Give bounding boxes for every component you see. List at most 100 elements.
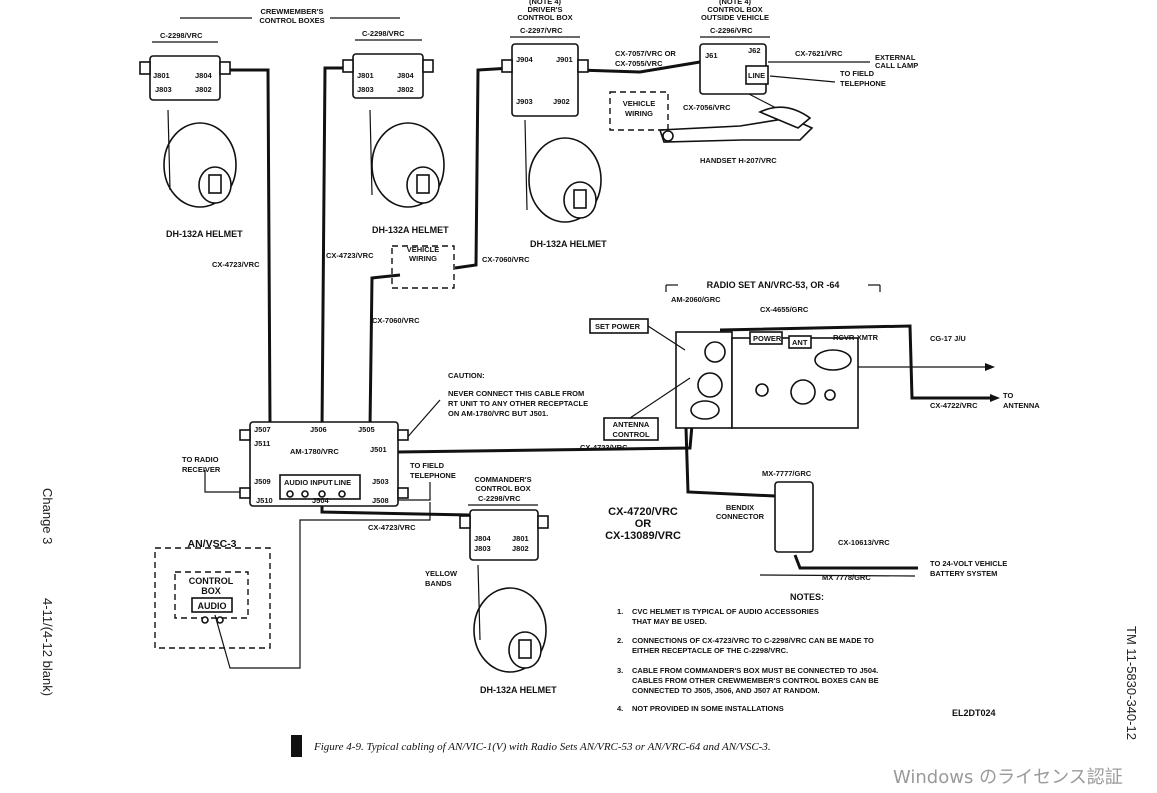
cx10613-label: CX-10613/VRC bbox=[838, 538, 890, 547]
note-2-num: 2. bbox=[617, 636, 623, 645]
mx7778-label: MX 7778/GRC bbox=[822, 573, 871, 582]
radio-set: RADIO SET AN/VRC-53, OR -64 AM-2060/GRC … bbox=[589, 280, 881, 441]
crew2-j801: J801 bbox=[357, 71, 374, 80]
cmdr-j801: J801 bbox=[512, 534, 529, 543]
caution-line-3: ON AM-1780/VRC BUT J501. bbox=[448, 409, 548, 418]
crew-boxes-title-2: CONTROL BOXES bbox=[259, 16, 324, 25]
call-lamp-1: EXTERNAL bbox=[875, 53, 916, 62]
vehicle-wiring-top-1: VEHICLE bbox=[623, 99, 656, 108]
crew-box-2-model: C-2298/VRC bbox=[362, 29, 405, 38]
amp-j506: J506 bbox=[310, 425, 327, 434]
yellow-bands-1: YELLOW bbox=[425, 569, 458, 578]
to-battery-1: TO 24-VOLT VEHICLE bbox=[930, 559, 1007, 568]
crew-title-group: CREWMEMBER'S CONTROL BOXES bbox=[180, 7, 400, 25]
caution-title: CAUTION: bbox=[448, 371, 485, 380]
cx4655-label: CX-4655/GRC bbox=[760, 305, 809, 314]
amp-j510: J510 bbox=[256, 496, 273, 505]
cmdr-j804: J804 bbox=[474, 534, 492, 543]
driver-j904: J904 bbox=[516, 55, 534, 64]
side-label-page: 4-11/(4-12 blank) bbox=[40, 598, 55, 697]
mx7777: MX-7777/GRC BENDIX CONNECTOR bbox=[716, 469, 814, 553]
vehicle-wiring-top bbox=[609, 91, 669, 131]
cmdr-j803: J803 bbox=[474, 544, 491, 553]
commander-box: COMMANDER'S CONTROL BOX C-2298/VRC J804 … bbox=[459, 475, 549, 561]
antenna-control-1: ANTENNA bbox=[613, 420, 650, 429]
cx4723-mid-label: CX-4723/VRC bbox=[326, 251, 374, 260]
crew1-j803: J803 bbox=[155, 85, 172, 94]
caption-marker bbox=[291, 735, 302, 757]
driver-title-2: DRIVER'S bbox=[527, 5, 562, 14]
driver-box: (NOTE 4) DRIVER'S CONTROL BOX C-2297/VRC… bbox=[501, 0, 589, 117]
notes-title: NOTES: bbox=[790, 592, 824, 602]
amp-j511: J511 bbox=[254, 439, 270, 448]
amp-j509: J509 bbox=[254, 477, 271, 486]
notes: NOTES: 1. CVC HELMET IS TYPICAL OF AUDIO… bbox=[617, 592, 879, 713]
bendix-2: CONNECTOR bbox=[716, 512, 765, 521]
am2060-label: AM-2060/GRC bbox=[671, 295, 721, 304]
amp-j507: J507 bbox=[254, 425, 271, 434]
cg17-label: CG-17 J/U bbox=[930, 334, 966, 343]
crew-box-1: C-2298/VRC J801 J803 J804 J802 bbox=[139, 31, 231, 101]
to-field-tel-top-2: TELEPHONE bbox=[840, 79, 886, 88]
note-3-line-2: CABLES FROM OTHER CREWMEMBER'S CONTROL B… bbox=[632, 676, 879, 685]
handset-label: HANDSET H-207/VRC bbox=[700, 156, 777, 165]
outside-title-2: CONTROL BOX bbox=[707, 5, 762, 14]
note-4-num: 4. bbox=[617, 704, 623, 713]
amp-j501: J501 bbox=[370, 445, 387, 454]
vsc3-audio: AUDIO bbox=[198, 601, 227, 611]
vsc3-title: AN/VSC-3 bbox=[187, 538, 236, 550]
helmet-3-label: DH-132A HELMET bbox=[530, 239, 607, 249]
cmdr-title-2: CONTROL BOX bbox=[475, 484, 530, 493]
vehicle-wiring-mid-2: WIRING bbox=[409, 254, 437, 263]
amp-audio-input: AUDIO INPUT bbox=[284, 478, 333, 487]
drawing-id: EL2DT024 bbox=[952, 708, 996, 718]
ant-label: ANT bbox=[792, 338, 808, 347]
amp-j503: J503 bbox=[372, 477, 389, 486]
cable-radio-mx7777 bbox=[684, 427, 776, 498]
outside-title-3: OUTSIDE VEHICLE bbox=[701, 13, 769, 22]
vsc3-control-box-1: CONTROL bbox=[189, 576, 234, 586]
helmet-1-label: DH-132A HELMET bbox=[166, 229, 243, 239]
amp-j505: J505 bbox=[358, 425, 375, 434]
cx4722-label: CX-4722/VRC bbox=[930, 401, 978, 410]
thin-wires bbox=[204, 61, 1000, 669]
to-radio-receiver-1: TO RADIO bbox=[182, 455, 219, 464]
outside-box-model: C-2296/VRC bbox=[710, 26, 753, 35]
note-3-num: 3. bbox=[617, 666, 623, 675]
cx7621-label: CX-7621/VRC bbox=[795, 49, 843, 58]
wire-caution-pointer bbox=[404, 399, 441, 441]
cmdr-title-1: COMMANDER'S bbox=[474, 475, 531, 484]
cx4723-left-label: CX-4723/VRC bbox=[212, 260, 260, 269]
vehicle-wiring-mid bbox=[391, 245, 455, 289]
side-label-tm: TM 11-5830-340-12 bbox=[1124, 626, 1139, 740]
to-antenna-1: TO bbox=[1003, 391, 1013, 400]
antenna-control-2: CONTROL bbox=[612, 430, 649, 439]
driver-box-model: C-2297/VRC bbox=[520, 26, 563, 35]
driver-title-3: CONTROL BOX bbox=[517, 13, 572, 22]
driver-j901: J901 bbox=[556, 55, 573, 64]
note-2-line-2: EITHER RECEPTACLE OF THE C-2298/VRC. bbox=[632, 646, 788, 655]
helmet-4 bbox=[473, 564, 547, 673]
cx7060-upper-label: CX-7060/VRC bbox=[482, 255, 530, 264]
cable-crew1-j507 bbox=[210, 68, 272, 426]
crew-boxes-title-1: CREWMEMBER'S bbox=[260, 7, 323, 16]
note-1-line-2: THAT MAY BE USED. bbox=[632, 617, 707, 626]
rcvr-xmtr-label: RCVR-XMTR bbox=[833, 333, 879, 342]
to-radio-receiver-2: RECEIVER bbox=[182, 465, 221, 474]
cx7056-label: CX-7056/VRC bbox=[683, 103, 731, 112]
cable-battery bbox=[793, 554, 918, 570]
crew2-j802: J802 bbox=[397, 85, 414, 94]
crew-box-1-model: C-2298/VRC bbox=[160, 31, 203, 40]
bendix-1: BENDIX bbox=[726, 503, 754, 512]
activation-watermark: Windows のライセンス認証 bbox=[893, 767, 1123, 788]
cable-wiring-j505 bbox=[368, 273, 401, 429]
outside-j61: J61 bbox=[705, 51, 718, 60]
radio-set-title: RADIO SET AN/VRC-53, OR -64 bbox=[707, 280, 840, 290]
vsc3-control-box-2: BOX bbox=[201, 586, 221, 596]
am1780-amplifier: J507 J506 J505 J511 AM-1780/VRC J501 J50… bbox=[239, 421, 409, 507]
amp-j504: J504 bbox=[312, 496, 330, 505]
cx4720-2: OR bbox=[635, 518, 652, 530]
wire-battery bbox=[759, 574, 916, 577]
cable-driver-outside bbox=[577, 60, 701, 74]
cx4723-cmdr-label: CX-4723/VRC bbox=[368, 523, 416, 532]
